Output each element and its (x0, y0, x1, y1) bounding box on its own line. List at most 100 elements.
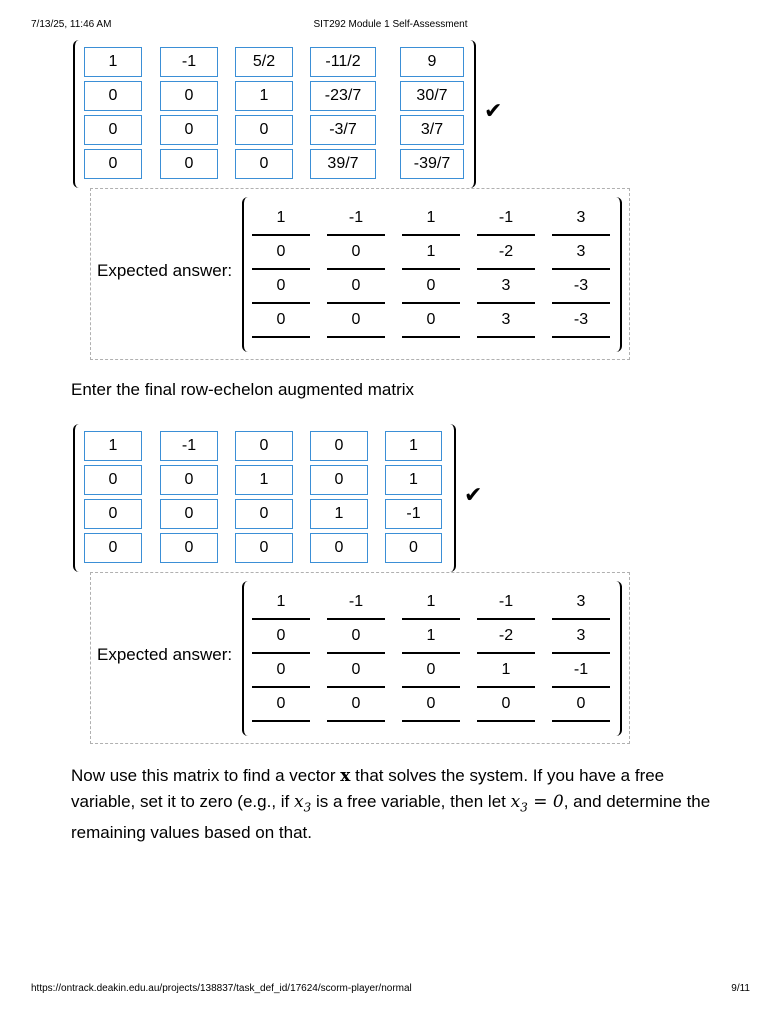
expected-cell: 0 (327, 689, 385, 722)
matrix-cell-input[interactable]: 0 (160, 533, 218, 563)
matrix-cell-input[interactable]: 0 (235, 431, 293, 461)
expected-cell: -1 (552, 655, 610, 688)
matrix-cell-input[interactable]: 0 (235, 115, 293, 145)
expected-cell: 1 (252, 587, 310, 620)
print-timestamp: 7/13/25, 11:46 AM (31, 19, 112, 30)
expected-cell: 0 (252, 237, 310, 270)
expected-cell: 0 (552, 689, 610, 722)
expected-answer-label: Expected answer: (97, 645, 233, 664)
expected-cell: 1 (402, 237, 460, 270)
expected-cell: 0 (402, 305, 460, 338)
checkmark-icon: ✔ (464, 482, 483, 507)
matrix-cell-input[interactable]: 1 (235, 81, 293, 111)
expected-cell: 0 (252, 621, 310, 654)
checkmark-icon: ✔ (484, 98, 503, 123)
matrix-cell-input[interactable]: -11/2 (310, 47, 376, 77)
left-bracket (73, 424, 81, 572)
matrix-cell-input[interactable]: 1 (385, 431, 442, 461)
expected-answer-label: Expected answer: (97, 261, 233, 280)
expected-cell: 3 (552, 237, 610, 270)
print-footer: https://ontrack.deakin.edu.au/projects/1… (0, 983, 781, 997)
expected-cell: -1 (327, 587, 385, 620)
matrix-cell-input[interactable]: 0 (310, 431, 368, 461)
matrix-cell-input[interactable]: 1 (235, 465, 293, 495)
expected-cell: 3 (477, 305, 535, 338)
expected-cell: -3 (552, 271, 610, 304)
matrix-cell-input[interactable]: 0 (84, 533, 142, 563)
matrix-cell-input[interactable]: 0 (160, 115, 218, 145)
matrix-cell-input[interactable]: 0 (310, 465, 368, 495)
expected-cell: 3 (552, 587, 610, 620)
matrix-cell-input[interactable]: 0 (235, 149, 293, 179)
matrix-cell-input[interactable]: 0 (84, 115, 142, 145)
print-url: https://ontrack.deakin.edu.au/projects/1… (31, 983, 412, 994)
matrix-cell-input[interactable]: 0 (84, 149, 142, 179)
matrix-cell-input[interactable]: 0 (84, 81, 142, 111)
expected-cell: 1 (402, 203, 460, 236)
left-bracket (73, 40, 81, 188)
right-bracket (448, 424, 456, 572)
left-bracket (242, 581, 250, 736)
matrix-cell-input[interactable]: -1 (160, 431, 218, 461)
expected-cell: 0 (252, 689, 310, 722)
expected-cell: 0 (402, 689, 460, 722)
matrix-cell-input[interactable]: -3/7 (310, 115, 376, 145)
matrix-cell-input[interactable]: 0 (235, 533, 293, 563)
page-number: 9/11 (731, 983, 750, 994)
expected-cell: 0 (402, 271, 460, 304)
expected-cell: -3 (552, 305, 610, 338)
matrix-cell-input[interactable]: 0 (235, 499, 293, 529)
expected-cell: 1 (402, 621, 460, 654)
matrix-cell-input[interactable]: 5/2 (235, 47, 293, 77)
expected-cell: -1 (477, 587, 535, 620)
expected-cell: 1 (252, 203, 310, 236)
matrix-cell-input[interactable]: -1 (385, 499, 442, 529)
matrix-cell-input[interactable]: -1 (160, 47, 218, 77)
matrix-cell-input[interactable]: 39/7 (310, 149, 376, 179)
matrix-cell-input[interactable]: 1 (310, 499, 368, 529)
prompt-row-echelon: Enter the final row-echelon augmented ma… (71, 380, 415, 399)
matrix-cell-input[interactable]: 0 (385, 533, 442, 563)
expected-cell: 0 (252, 655, 310, 688)
expected-cell: 0 (402, 655, 460, 688)
expected-cell: 1 (477, 655, 535, 688)
matrix-cell-input[interactable]: 0 (84, 499, 142, 529)
matrix-cell-input[interactable]: 0 (310, 533, 368, 563)
expected-cell: 0 (327, 271, 385, 304)
expected-cell: 1 (402, 587, 460, 620)
matrix-cell-input[interactable]: 1 (385, 465, 442, 495)
expected-cell: 0 (327, 305, 385, 338)
matrix-cell-input[interactable]: 0 (160, 465, 218, 495)
expected-cell: 3 (552, 203, 610, 236)
expected-cell: 0 (327, 655, 385, 688)
left-bracket (242, 197, 250, 352)
matrix-cell-input[interactable]: 1 (84, 47, 142, 77)
matrix-cell-input[interactable]: 1 (84, 431, 142, 461)
instructions-text: Now use this matrix to find a vector x t… (71, 766, 711, 843)
expected-cell: -1 (477, 203, 535, 236)
right-bracket (614, 581, 622, 736)
matrix-cell-input[interactable]: 9 (400, 47, 464, 77)
matrix-cell-input[interactable]: 30/7 (400, 81, 464, 111)
right-bracket (614, 197, 622, 352)
expected-cell: -2 (477, 621, 535, 654)
matrix-cell-input[interactable]: 3/7 (400, 115, 464, 145)
expected-cell: 0 (477, 689, 535, 722)
expected-cell: 0 (252, 305, 310, 338)
expected-cell: -2 (477, 237, 535, 270)
matrix-cell-input[interactable]: -23/7 (310, 81, 376, 111)
right-bracket (468, 40, 476, 188)
matrix-cell-input[interactable]: 0 (160, 499, 218, 529)
expected-cell: 3 (477, 271, 535, 304)
expected-cell: -1 (327, 203, 385, 236)
matrix-cell-input[interactable]: 0 (160, 149, 218, 179)
print-header: 7/13/25, 11:46 AM SIT292 Module 1 Self-A… (0, 19, 781, 33)
matrix-cell-input[interactable]: -39/7 (400, 149, 464, 179)
matrix-cell-input[interactable]: 0 (84, 465, 142, 495)
expected-cell: 0 (252, 271, 310, 304)
print-title: SIT292 Module 1 Self-Assessment (313, 19, 468, 30)
matrix-cell-input[interactable]: 0 (160, 81, 218, 111)
